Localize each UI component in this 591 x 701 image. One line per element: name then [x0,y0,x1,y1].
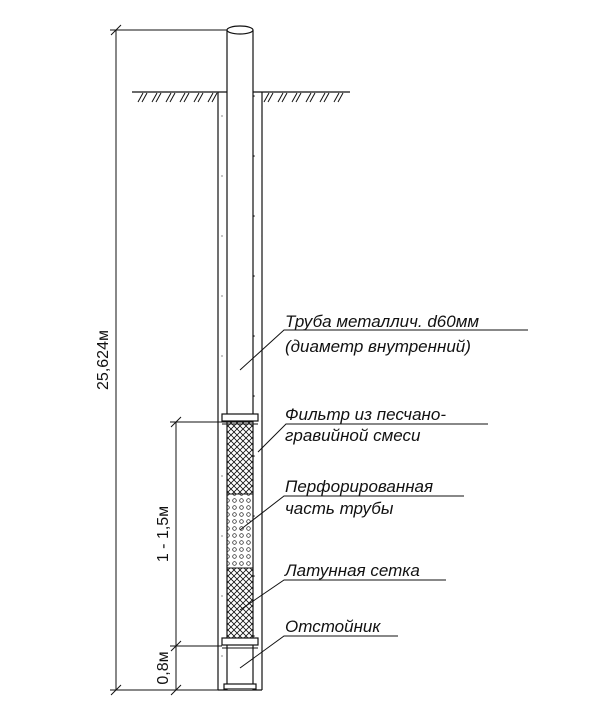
dimension-total-depth [110,24,227,696]
leader-lines [239,329,528,669]
label-perforated-line1: Перфорированная [285,477,433,496]
label-pipe-line2: (диаметр внутренний) [285,337,471,356]
pipe-coupling-bottom [221,637,259,649]
pipe-bottom-cap [223,683,257,690]
label-pipe-line1: Труба металлич. d60мм [285,312,479,331]
pipe-coupling-top [221,413,259,425]
label-filter-line1: Фильтр из песчано- [285,405,446,424]
dimension-sump-label: 0,8м [155,651,172,684]
dimension-sump [170,646,182,696]
perforated-pipe-section [226,493,254,569]
filter-gravel-zone [226,421,254,495]
label-sump: Отстойник [285,617,381,636]
ground-surface [132,91,350,103]
label-brass-mesh: Латунная сетка [284,561,420,580]
label-perforated-line2: часть трубы [285,499,394,518]
dimension-filter-zone-label: 1 - 1,5м [155,506,172,562]
dimension-total-depth-label: 25,624м [95,330,112,390]
label-filter-line2: гравийной смеси [285,426,421,445]
